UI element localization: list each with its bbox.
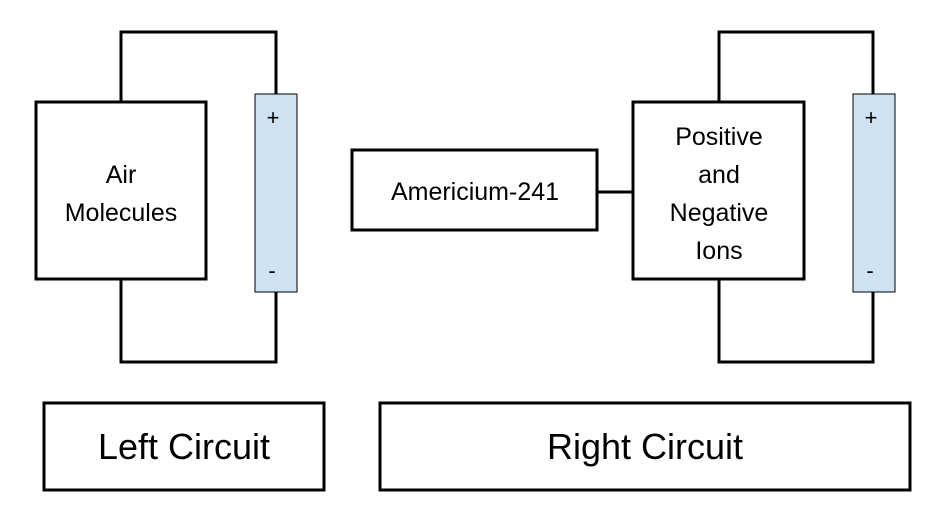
right-battery [852,93,896,293]
ions-label-line4: Ions [695,237,742,265]
americium-source-box [350,148,599,232]
left-battery-plus-sign: + [267,105,280,130]
ions-label-line1: Positive [675,123,763,151]
air-molecules-box [34,100,208,281]
air-molecules-label-line1: Air [106,161,137,189]
right-battery-minus-sign: - [866,258,873,283]
right-circuit: Americium-241 Positive and Negative Ions… [350,30,896,364]
left-circuit-caption-box [42,401,326,492]
right-circuit-caption: Right Circuit [547,426,743,467]
air-molecules-label-line2: Molecules [65,199,178,227]
left-circuit-caption: Left Circuit [98,426,270,467]
americium-source-label: Americium-241 [391,178,559,206]
right-circuit-caption-box [378,401,912,492]
left-battery-minus-sign: - [268,258,275,283]
right-battery-plus-sign: + [865,105,878,130]
left-battery [254,93,298,293]
ions-box [631,100,806,281]
ions-label-line2: and [698,161,740,189]
left-top-wire [119,30,278,102]
ions-label-line3: Negative [670,199,769,227]
captions: Left Circuit Right Circuit [42,401,912,492]
left-circuit: Air Molecules + - [34,30,298,364]
right-top-wire [717,30,875,102]
right-bottom-wire [717,279,875,364]
left-bottom-wire [119,279,278,364]
